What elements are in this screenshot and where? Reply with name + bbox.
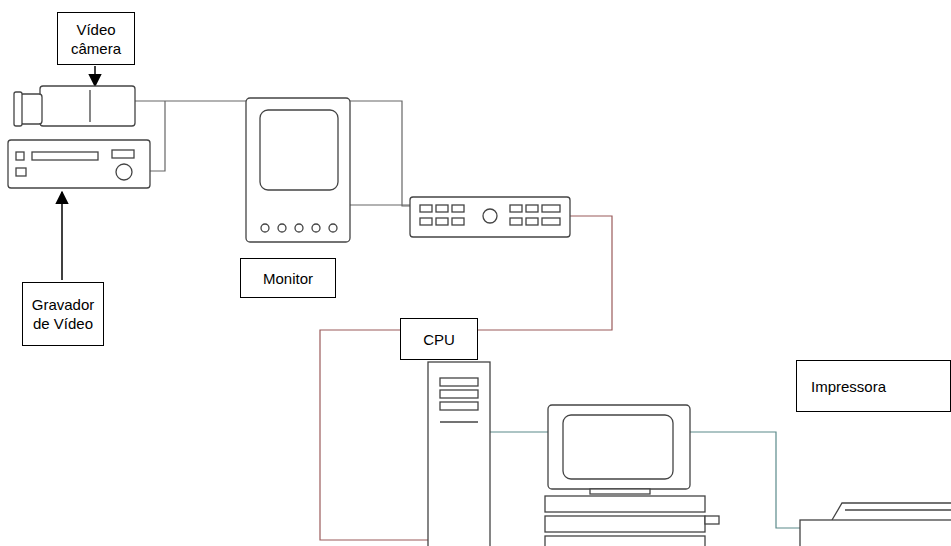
video-processor (410, 197, 570, 237)
label-box: Gravador de Vídeo (22, 282, 104, 346)
node-label: Impressora (811, 377, 886, 396)
label-box: Impressora (796, 360, 951, 412)
node-label: Gravador de Vídeo (29, 295, 97, 333)
node-label: Monitor (263, 269, 313, 288)
video-recorder (8, 140, 150, 188)
node-label: Vídeo câmera (64, 20, 128, 58)
label-box: Vídeo câmera (57, 12, 135, 65)
label-box: Monitor (240, 258, 336, 298)
node-label: CPU (423, 330, 455, 349)
label-box: CPU (400, 318, 478, 360)
video-camera (14, 86, 135, 126)
cpu-tower (428, 362, 490, 546)
printer (800, 503, 951, 546)
video-monitor (246, 98, 350, 242)
computer-monitor (545, 405, 719, 546)
